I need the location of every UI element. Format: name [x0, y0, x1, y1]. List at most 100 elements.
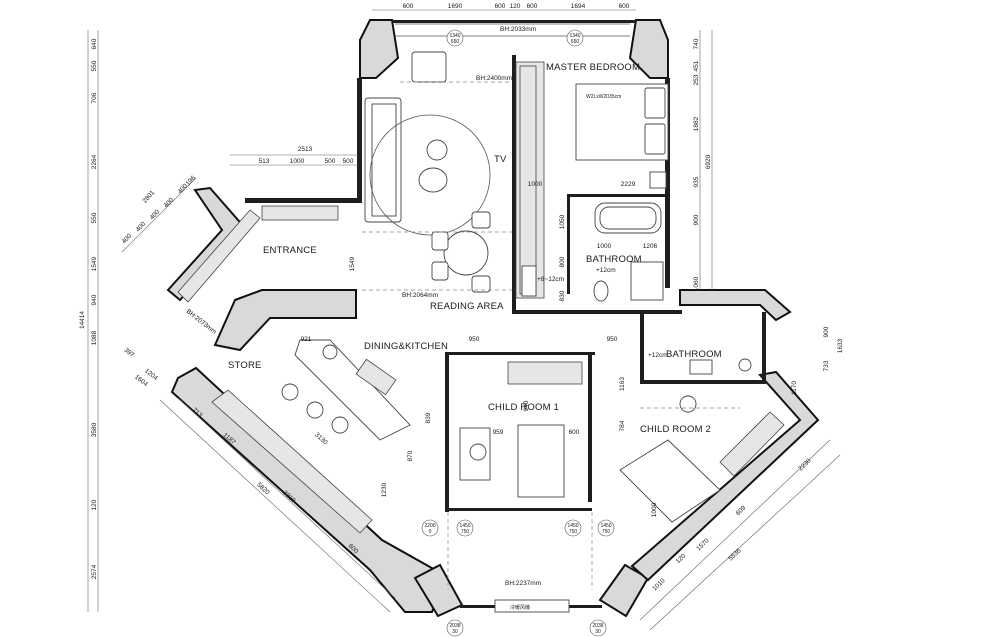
dim-kitchen-diag-4: 3130	[313, 431, 329, 446]
dim-child2-lower-7: 1000	[651, 502, 658, 517]
stool-2	[306, 401, 324, 419]
label-tv: TV	[494, 154, 507, 165]
label-master-bathroom: BATHROOM	[586, 254, 642, 265]
reading-table	[443, 230, 489, 276]
bath2-sink	[689, 359, 713, 375]
dim-right-3: 1882	[693, 116, 700, 131]
label-dining-kitchen: DINING&KITCHEN	[364, 341, 448, 352]
child2-bed	[619, 439, 721, 523]
dim-kitchen-vert-1: 870	[407, 450, 414, 461]
dim-top-5: 1694	[571, 3, 586, 10]
window-tag-5-0: 1450	[600, 523, 611, 529]
shower	[630, 261, 664, 301]
dim-right-0: 740	[693, 38, 700, 49]
dim-left-7: 1088	[91, 330, 98, 345]
dim-kitchen-diag-2: 5820	[255, 481, 271, 496]
child2-chair	[679, 395, 697, 413]
wall-child1-left	[445, 352, 449, 512]
wall-entrance-top	[245, 198, 357, 203]
dim-left-4: 550	[91, 212, 98, 223]
dim-right-4: 935	[693, 176, 700, 187]
dim-child1-2: 959	[493, 429, 504, 436]
dim-child2-lower-2: 609	[735, 504, 748, 517]
child2-wardrobe	[719, 411, 785, 477]
child1-bed	[517, 424, 565, 498]
ottoman	[418, 167, 448, 193]
window-tag-1-0: 1340	[569, 33, 580, 39]
wall-child2-outer	[630, 370, 820, 582]
note-bed-size: W2LxW2035cm	[586, 94, 621, 100]
dim-entrance-diag-0: 400	[121, 232, 134, 245]
dim-right-lower-0: 900	[823, 326, 830, 337]
dim-master-0: 1000	[528, 181, 543, 188]
dim-reading-1: 921	[301, 336, 312, 343]
dim-top-2: 600	[495, 3, 506, 10]
note-offset-3: +12cm	[648, 352, 668, 359]
bath2-toilet	[738, 358, 752, 372]
wall-master-left	[512, 55, 516, 313]
note-bh-top: BH:2033mm	[500, 26, 536, 33]
wall-bath2-bottom	[640, 380, 765, 384]
wall-bath2-right	[762, 312, 766, 384]
dim-right-6: 1060	[693, 276, 700, 291]
note-bh-entrance: BH:2073mm	[185, 308, 218, 336]
wall-top	[392, 20, 636, 23]
armchair	[411, 51, 447, 83]
reading-chair-3	[431, 261, 449, 281]
window-tag-circle-0	[446, 29, 464, 47]
dim-left-1: 550	[91, 60, 98, 71]
guides	[362, 23, 740, 590]
dim-entrance-total-0: 2513	[298, 146, 313, 153]
dim-master-1: 2229	[621, 181, 636, 188]
dim-left-6: 940	[91, 294, 98, 305]
window-tag-circle-6	[446, 619, 464, 637]
label-child-room-2: CHILD ROOM 2	[640, 424, 711, 435]
child1-wardrobe	[507, 361, 583, 385]
wall-right-stub	[679, 289, 792, 322]
furniture	[177, 51, 785, 613]
dim-entrance-diag-2: 400	[149, 208, 162, 221]
dim-entrance-row-2: 500	[325, 158, 336, 165]
dim-left-2: 706	[91, 92, 98, 103]
window-tag-circle-2	[421, 519, 439, 537]
stool-4	[322, 344, 338, 360]
dimension-lines	[87, 9, 841, 631]
room-labels: MASTER BEDROOM BATHROOM BATHROOM ENTRANC…	[228, 62, 722, 435]
window-tag-4-1: 750	[569, 529, 578, 535]
reading-chair-1	[471, 211, 491, 229]
vanity	[521, 265, 537, 297]
dim-reading-0: 1549	[349, 256, 356, 271]
window-tag-2-1: 0	[429, 529, 432, 535]
dim-child2-lower-3: 1570	[695, 537, 711, 552]
window-tag-circle-1	[566, 29, 584, 47]
child1-chair	[469, 443, 487, 461]
dim-store-diag-0: 397	[122, 347, 135, 359]
sofa-seat	[371, 103, 397, 217]
dim-entrance-diag-5: 196	[185, 174, 198, 187]
dim-right-total-0: 6920	[705, 154, 712, 169]
dim-master-5: 1000	[597, 243, 612, 250]
dim-kitchen-vert-2: 1230	[381, 482, 388, 497]
dim-kitchen-vert-0: 839	[425, 412, 432, 423]
label-bathroom-2: BATHROOM	[666, 349, 722, 360]
wall-entrance-lower	[213, 289, 357, 352]
rug	[369, 114, 491, 236]
wall-master-right	[665, 78, 670, 288]
window-tag-3-0: 1450	[459, 523, 470, 529]
note-bottom-unit: 冷暖风機	[510, 604, 530, 611]
reading-chair-2	[431, 231, 449, 251]
dining-island	[294, 339, 411, 441]
dim-child2-top-1: 1163	[619, 377, 626, 391]
note-offset-2: +12cm	[596, 267, 616, 274]
dim-child2-lower-0: 1170	[791, 381, 798, 395]
window-tag-circle-3	[456, 519, 474, 537]
dim-entrance-row-1: 1000	[290, 158, 305, 165]
dim-child1-3: 600	[569, 429, 580, 436]
window-tag-circle-4	[564, 519, 582, 537]
dim-top-1: 1690	[448, 3, 463, 10]
dim-entrance-row-0: 513	[259, 158, 270, 165]
window-tag-7-1: 30	[595, 629, 601, 635]
pillow-1	[644, 87, 666, 119]
wall-living-left	[357, 78, 362, 203]
